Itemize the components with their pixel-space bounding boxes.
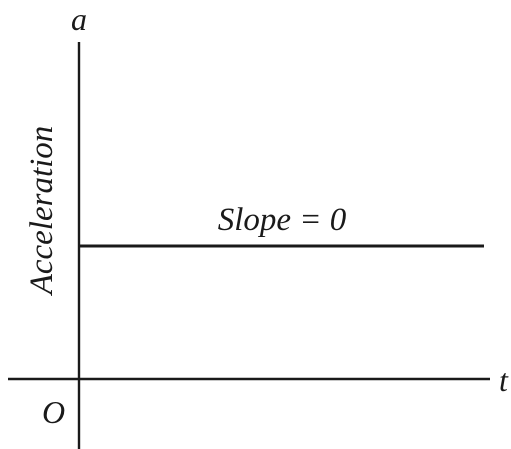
y-axis-symbol: a bbox=[71, 1, 87, 37]
y-axis-label: Acceleration bbox=[24, 126, 60, 297]
slope-annotation: Slope = 0 bbox=[218, 202, 347, 238]
origin-label: O bbox=[42, 394, 65, 430]
x-axis-symbol: t bbox=[499, 362, 509, 398]
